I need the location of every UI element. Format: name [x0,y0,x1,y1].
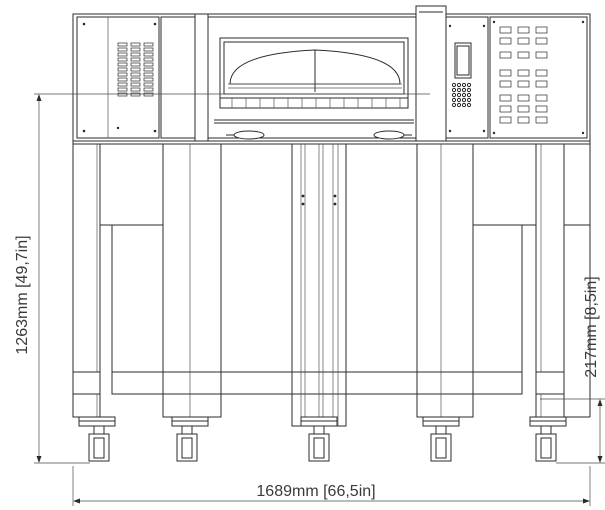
display-screen [454,42,472,79]
dimension-height-lower: 217mm [8,5in] [540,276,605,464]
control-panel [445,16,489,139]
right-handle [373,130,405,140]
dimension-width-total: 1689mm [66,5in] [72,466,591,506]
caster-5 [529,416,567,462]
dimension-label-height-lower: 217mm [8,5in] [583,276,600,377]
left-vent-grille [117,42,154,97]
chimney [415,5,447,143]
left-handle [233,130,265,140]
caster-4 [422,416,460,462]
right-vent-grille [499,26,548,124]
left-side-panel [76,16,160,139]
caster-2 [171,416,209,462]
caster-3 [300,416,338,462]
dimension-height-total: 1263mm [49,7in] [14,93,430,464]
oven-body [72,5,591,143]
dimension-label-height-total: 1263mm [49,7in] [14,235,31,354]
casters [78,416,567,462]
dimension-label-width-total: 1689mm [66,5in] [256,483,375,500]
caster-1 [78,416,116,462]
oven-stand [72,140,591,427]
oven-door [207,16,420,139]
